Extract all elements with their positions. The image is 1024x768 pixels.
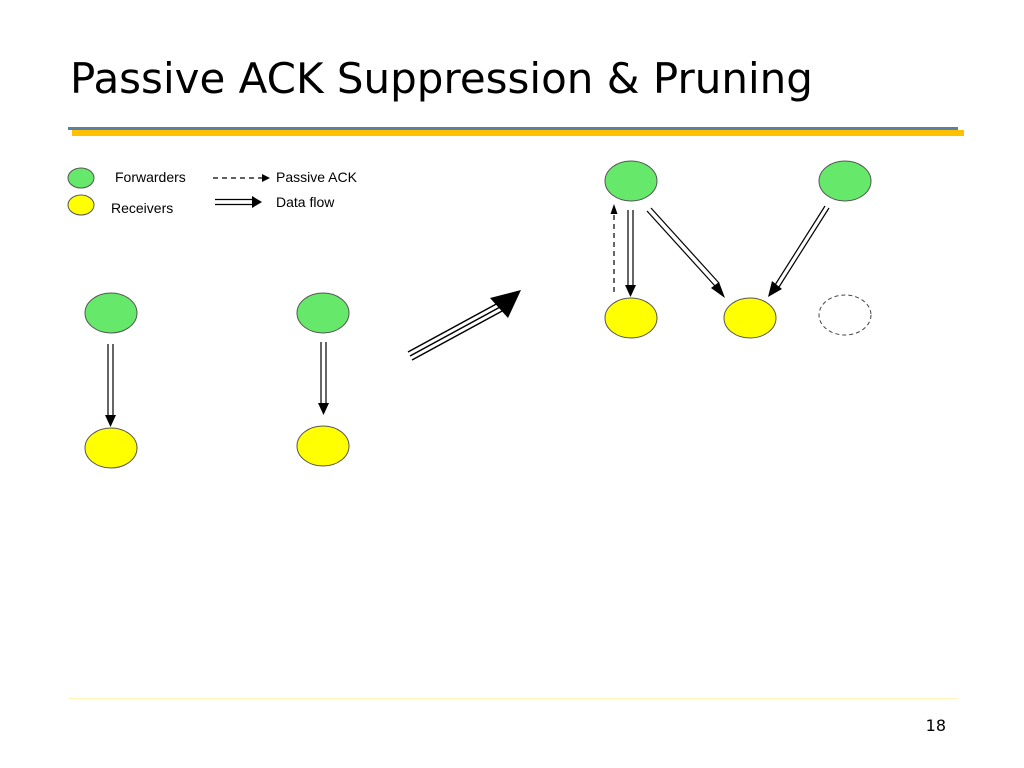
forwarder-node [84, 292, 138, 334]
legend-receivers-label: Receivers [111, 200, 174, 216]
slide-title: Passive ACK Suppression & Pruning [70, 54, 813, 103]
data-flow-arrow [768, 205, 830, 297]
receiver-node [84, 427, 138, 469]
legend-data-flow-arrow [215, 196, 262, 208]
forwarder-node [604, 160, 658, 202]
receiver-node [723, 297, 777, 339]
passive-ack-arrow [610, 204, 618, 292]
data-flow-arrow [318, 342, 329, 415]
receiver-node [296, 425, 350, 467]
data-flow-arrow [646, 207, 725, 298]
legend-passive-ack-arrow [213, 174, 270, 182]
legend-data-flow-label: Data flow [276, 194, 335, 210]
page-number: 18 [925, 716, 946, 735]
receiver-node [604, 297, 658, 339]
legend-receiver-node [67, 194, 95, 216]
data-flow-arrow [105, 344, 116, 427]
pruned-node [818, 294, 872, 336]
legend-passive-ack-label: Passive ACK [276, 169, 357, 185]
legend-forwarder-node [67, 167, 95, 189]
forwarder-node [818, 160, 872, 202]
data-flow-arrow [625, 210, 636, 297]
title-rule-accent [72, 130, 964, 136]
forwarder-node [296, 292, 350, 334]
footer-rule [68, 698, 958, 699]
title-rule [68, 127, 958, 130]
transition-arrow [407, 290, 521, 361]
legend-forwarders-label: Forwarders [115, 169, 186, 185]
